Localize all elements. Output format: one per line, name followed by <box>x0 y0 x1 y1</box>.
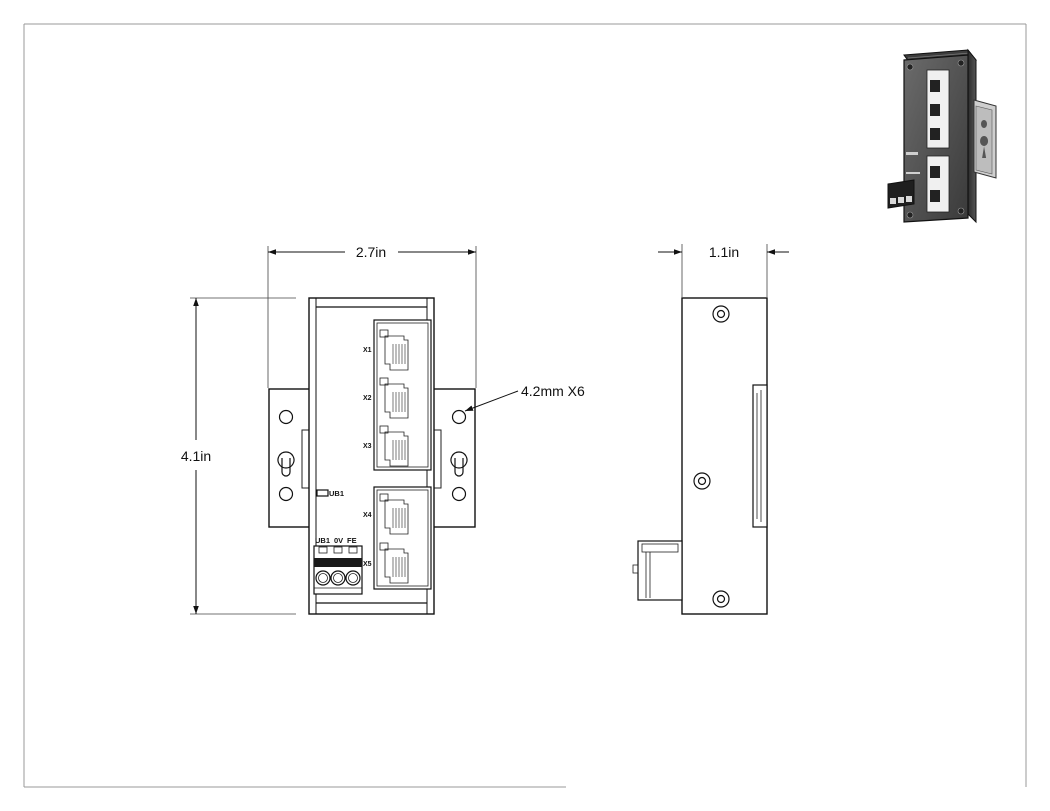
port-label-x5: X5 <box>363 561 372 568</box>
terminal-label-ub1: UB1 <box>315 536 330 545</box>
port-label-x3: X3 <box>363 443 372 450</box>
depth-label: 1.1in <box>709 244 739 260</box>
depth-dimension: 1.1in <box>658 244 789 297</box>
rj45-jack-x4 <box>379 493 409 535</box>
width-dimension: 2.7in <box>267 244 477 388</box>
drawing-frame <box>23 23 1027 788</box>
side-view <box>632 297 768 615</box>
height-label: 4.1in <box>181 448 211 464</box>
led-label: UB1 <box>329 489 344 498</box>
rj45-jack-x2 <box>379 377 409 419</box>
hole-callout: 4.2mm X6 <box>464 383 585 412</box>
rj45-jack-x1 <box>379 329 409 371</box>
port-label-x1: X1 <box>363 347 372 354</box>
status-led <box>316 489 329 497</box>
height-dimension: 4.1in <box>181 297 296 615</box>
terminal-label-fe: FE <box>347 536 357 545</box>
rj45-jack-x3 <box>379 425 409 467</box>
terminal-label-0v: 0V <box>334 536 343 545</box>
width-label: 2.7in <box>356 244 386 260</box>
front-view: X1 X2 X3 X4 X5 <box>268 297 476 615</box>
isometric-preview <box>887 48 997 224</box>
rj45-jack-x5 <box>379 542 409 584</box>
left-mounting-bracket <box>268 388 311 528</box>
right-mounting-bracket <box>432 388 476 528</box>
port-label-x4: X4 <box>363 512 372 519</box>
port-label-x2: X2 <box>363 395 372 402</box>
power-terminal-block: UB1 0V FE <box>313 536 363 595</box>
hole-label: 4.2mm X6 <box>521 383 585 399</box>
